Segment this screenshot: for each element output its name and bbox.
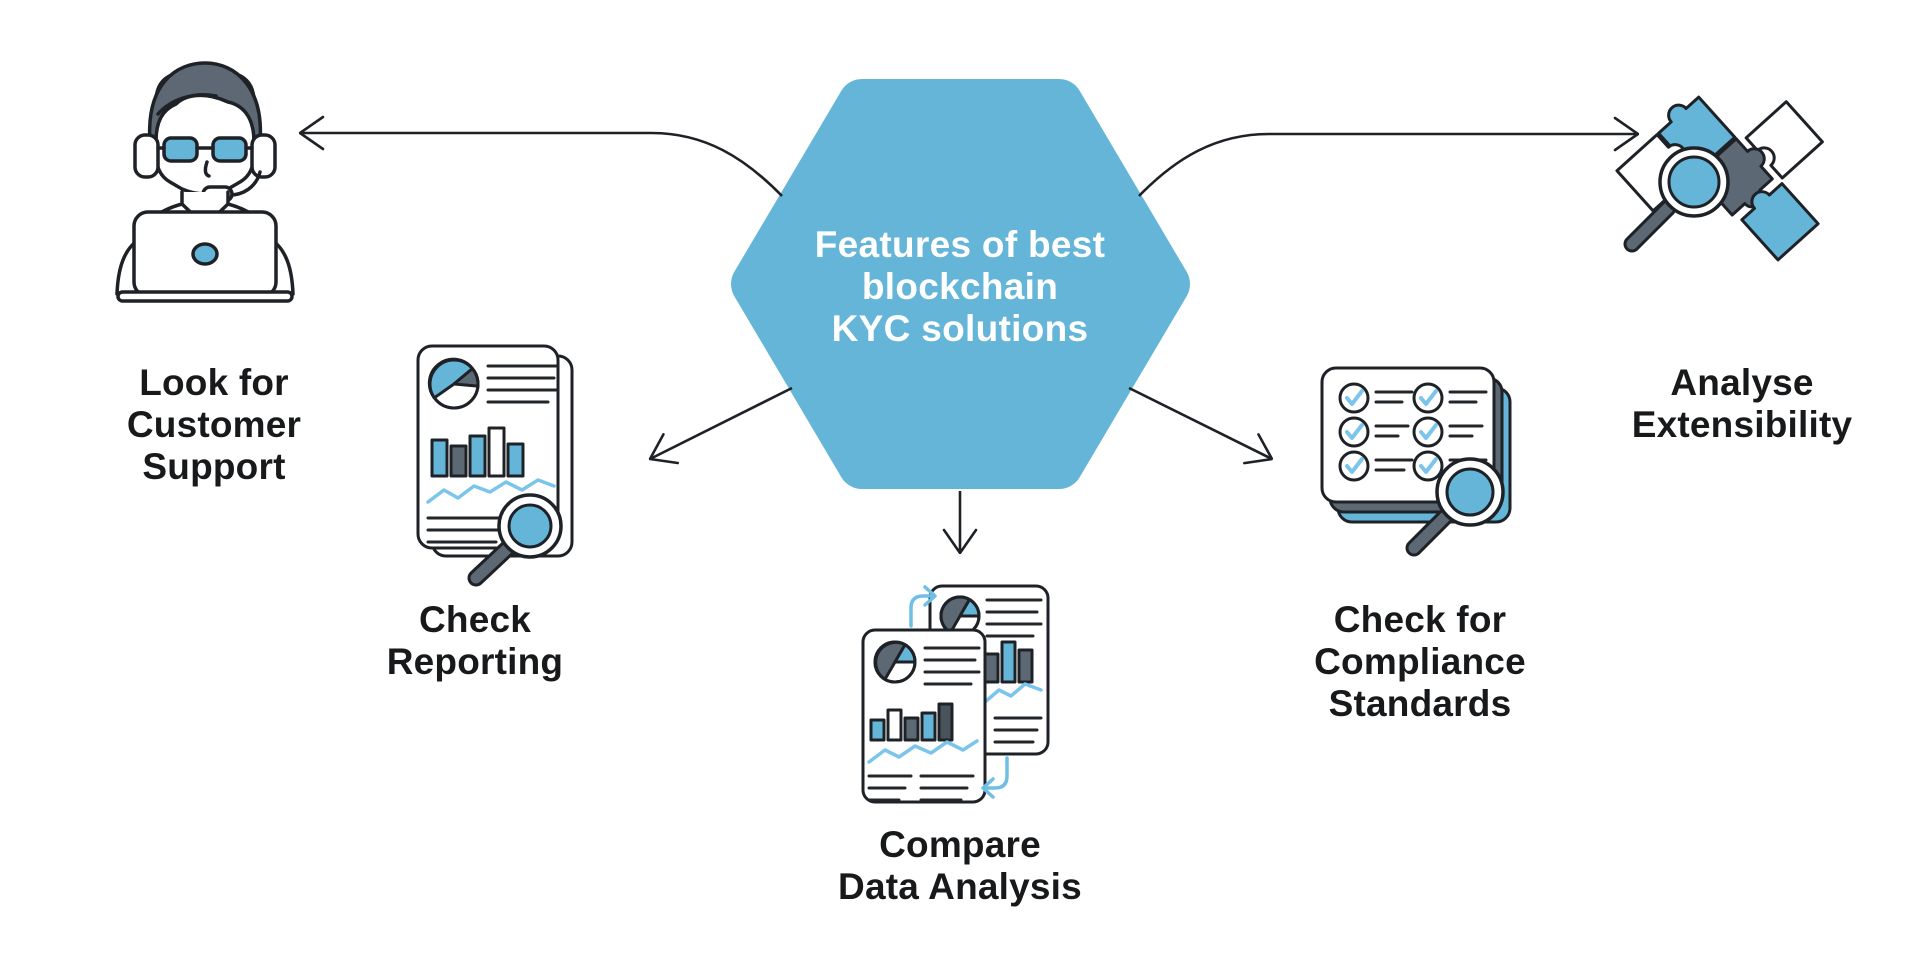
label-check-reporting: Check Reporting — [305, 599, 645, 683]
magnifier-icon — [467, 493, 563, 587]
glasses-left-lens — [162, 136, 199, 163]
back-doc-bars — [983, 640, 1034, 684]
center-hexagon — [731, 79, 1190, 489]
glasses-right-lens — [211, 136, 248, 163]
puzzle-magnifier-icon — [1612, 52, 1862, 304]
label-line: Analyse — [1670, 362, 1814, 403]
sync-arrows — [909, 585, 1009, 799]
back-doc-pie — [939, 595, 981, 637]
front-doc-pie — [873, 640, 917, 684]
label-customer-support: Look for Customer Support — [44, 362, 384, 488]
label-line: Extensibility — [1631, 404, 1853, 445]
label-line: Reporting — [386, 641, 564, 682]
laptop-logo — [191, 242, 219, 266]
label-line: Check — [418, 599, 532, 640]
documents-compare-icon — [855, 578, 1055, 813]
check-rows — [1338, 382, 1444, 482]
connector-arrow-customer-support — [300, 133, 783, 197]
label-line: Check for — [1333, 599, 1507, 640]
label-line: Look for — [139, 362, 289, 403]
puzzle-pieces — [1615, 95, 1824, 262]
front-doc-bars — [869, 702, 954, 742]
line-chart — [426, 478, 556, 504]
label-line: Customer — [126, 404, 302, 445]
magnifier-icon — [1623, 146, 1730, 253]
center-title-line: blockchain — [861, 266, 1059, 307]
label-line: Support — [142, 446, 286, 487]
pie-chart — [427, 357, 480, 410]
connector-arrow-analyse-extensibility — [1138, 134, 1638, 197]
label-line: Compliance — [1314, 641, 1526, 682]
center-title-line: KYC solutions — [831, 308, 1089, 349]
magnifier-icon — [1405, 457, 1505, 557]
connector-arrow-check-reporting — [650, 386, 793, 459]
support-agent-icon — [90, 42, 320, 303]
label-analyse-extensibility: Analyse Extensibility — [1570, 362, 1914, 446]
bar-chart — [430, 426, 525, 478]
center-title-line: Features of best — [814, 224, 1106, 265]
label-line: Compare — [879, 824, 1041, 865]
label-line: Standards — [1328, 683, 1512, 724]
checklist-magnifier-icon — [1318, 362, 1528, 567]
label-compare-data-analysis: Compare Data Analysis — [780, 824, 1140, 908]
laptop-base — [116, 290, 294, 303]
label-compliance-standards: Check for Compliance Standards — [1250, 599, 1590, 725]
connector-arrow-compliance-standards — [1128, 386, 1272, 459]
center-title: Features of best blockchain KYC solution… — [760, 224, 1160, 350]
report-magnifier-icon — [408, 340, 588, 590]
label-line: Data Analysis — [838, 866, 1082, 907]
